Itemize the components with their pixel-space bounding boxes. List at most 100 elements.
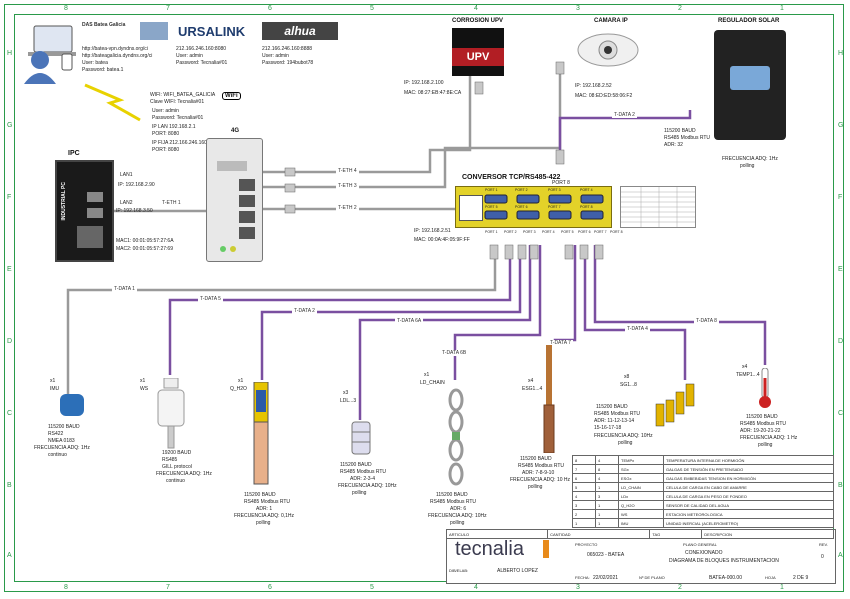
- table-cell: UNIDAD INERCIAL (ACELEROMETRO): [663, 518, 834, 528]
- grid-row-label: A: [838, 552, 843, 559]
- industrial-pc-device: INDUSTRIAL PC: [55, 160, 114, 262]
- sensor-spec: FRECUENCIA ADQ: 1 Hz: [740, 435, 798, 441]
- solar-freq: FRECUENCIA ADQ: 1Hz: [722, 156, 778, 162]
- sensor-qty: x8: [624, 374, 630, 380]
- ursalink-logo: URSALINK: [178, 24, 246, 39]
- ipc-ip1: IP: 192.168.2.90: [118, 182, 155, 188]
- table-cell: 6: [572, 473, 596, 483]
- sensor-spec: RS485 Modbus RTU: [244, 499, 291, 505]
- title-block-header-row: ARTICULO CANTIDAD TAG DESCRIPCION: [445, 529, 834, 539]
- plan-number: BATEA-000.00: [709, 575, 742, 581]
- dahua-user: User: admin: [262, 53, 289, 59]
- sensor-spec: FRECUENCIA ADQ: 0,1Hz: [234, 513, 295, 519]
- cable-label-d5: T-DATA 5: [198, 296, 223, 302]
- sensor-spec: 115200 BAUD: [746, 414, 778, 420]
- grid-row-label: D: [7, 338, 13, 345]
- cloud-url-1[interactable]: http://batea-vpn.dyndns.org/ci: [82, 46, 148, 52]
- converter-mac: MAC: 00:0A:4F:05:9F:FF: [414, 237, 470, 243]
- chain-load-cell-icon: [446, 388, 466, 488]
- cable-label-d4: T-DATA 4: [625, 326, 650, 332]
- sensor-spec: ADR: 11-12-13-14: [594, 418, 635, 424]
- sensor-qty: x1: [50, 378, 56, 384]
- table-cell: CELULA DE CARGA EN CABO DE AMARRE: [663, 482, 834, 492]
- table-cell: LDx: [618, 491, 664, 501]
- sensor-qty: x1: [140, 378, 146, 384]
- router-ip-fija: IP FIJA 212.166.246.160: [152, 140, 207, 146]
- converter-ip: IP: 192.168.2.51: [414, 228, 451, 234]
- converter-bottom-port: PORT 1: [485, 230, 498, 234]
- sensor-spec: polling: [352, 490, 367, 496]
- sensor-spec: polling: [256, 520, 271, 526]
- ip-camera-device: [575, 28, 641, 68]
- grid-col-label: 5: [370, 584, 374, 591]
- dahua-logo: alhua: [262, 22, 338, 40]
- date-label: FECHA:: [575, 575, 590, 580]
- camera-ip: IP: 192.168.2.52: [575, 83, 612, 89]
- grid-col-label: 4: [474, 5, 478, 12]
- sensor-spec: continuo: [48, 452, 67, 458]
- router-info-box: User: admin Password: Tecnalia#01 IP LAN…: [150, 108, 222, 154]
- grid-row-label: H: [7, 50, 13, 57]
- router-4g-label: 4G: [231, 128, 240, 134]
- project-label: PROYECTO: [575, 542, 598, 547]
- data-cable-ws: [168, 245, 512, 375]
- router-port-fija: PORT: 8080: [152, 147, 180, 153]
- table-cell: 3: [595, 491, 619, 501]
- grid-col-label: 8: [64, 5, 68, 12]
- date-value: 22/02/2021: [593, 575, 619, 581]
- author-name: ALBERTO LOPEZ: [497, 568, 538, 574]
- converter-port-label: PORT 2: [515, 188, 528, 192]
- eth-cable-camera: [255, 70, 562, 189]
- corrosion-ip: IP: 192.168.2.100: [404, 80, 444, 86]
- cloud-url-2[interactable]: http://bateagalicia.dyndns.org/ci: [82, 53, 153, 59]
- solar-baud: 115200 BAUD: [664, 128, 696, 134]
- grid-col-label: 3: [576, 5, 580, 12]
- sensor-spec: ADR: 1: [256, 506, 273, 512]
- cloud-company: DAS Batea Galicia: [82, 22, 126, 28]
- dahua-box: alhua 212.166.246.160:8888 User: admin P…: [260, 20, 340, 72]
- imu-icon: [60, 394, 84, 416]
- table-cell: 8: [572, 455, 596, 465]
- converter-port-label: PORT 7: [548, 205, 561, 209]
- user-laptop-icon: [12, 20, 77, 85]
- grid-row-label: F: [838, 194, 843, 201]
- ipc-lan2: LAN2: [120, 200, 133, 206]
- sensor-name: Q_H2O: [230, 386, 247, 392]
- rev-label: REV.: [819, 542, 828, 547]
- table-cell: 3: [572, 500, 596, 510]
- table-cell: GALGAS DE TENSIÓN EN PRETENSADO: [663, 464, 834, 474]
- converter-port-label: PORT 1: [485, 188, 498, 192]
- sensor-name: IMU: [50, 386, 60, 392]
- ipc-ip2: IP: 192.168.3.50: [116, 208, 153, 214]
- data-cable-solar: [558, 110, 692, 150]
- converter-device: [455, 186, 612, 228]
- corrosion-mac: MAC: 08:27:EB:47:8E:CA: [404, 90, 462, 96]
- ursalink-user: User: admin: [176, 53, 203, 59]
- table-cell: ESTACION METEOROLOGICA: [663, 509, 834, 519]
- upv-logo-text: UPV: [452, 48, 504, 66]
- cable-label-eth3: T-ETH 3: [336, 183, 359, 189]
- parts-header-cell: DESCRIPCION: [701, 529, 834, 539]
- converter-bottom-port: PORT 5: [561, 230, 574, 234]
- ursalink-box: URSALINK 212.166.246.160:8080 User: admi…: [174, 20, 256, 72]
- grid-col-label: 7: [166, 5, 170, 12]
- sensor-spec: RS422: [48, 431, 64, 437]
- water-quality-probe-icon: [250, 381, 272, 488]
- data-cable-ldchain-a: [453, 245, 542, 355]
- parts-header-cell: TAG: [649, 529, 703, 539]
- solar-protocol: RS485 Modbus RTU: [664, 135, 711, 141]
- dahua-address: 212.166.246.160:8888: [262, 46, 313, 52]
- sensor-spec: polling: [528, 484, 543, 490]
- sensor-qty: x1: [238, 378, 244, 384]
- wifi-key: Clave WIFI: Tecnalia#01: [150, 99, 205, 105]
- table-cell: TEMPx: [618, 455, 664, 465]
- sensor-spec: RS485: [162, 457, 178, 463]
- grid-row-label: H: [838, 50, 844, 57]
- table-cell: 8: [595, 464, 619, 474]
- grid-row-label: B: [838, 482, 843, 489]
- converter-port-label: PORT 6: [515, 205, 528, 209]
- tecnalia-logo-mark: [543, 540, 549, 558]
- table-cell: 1: [595, 518, 619, 528]
- sensor-spec: continuo: [166, 478, 185, 484]
